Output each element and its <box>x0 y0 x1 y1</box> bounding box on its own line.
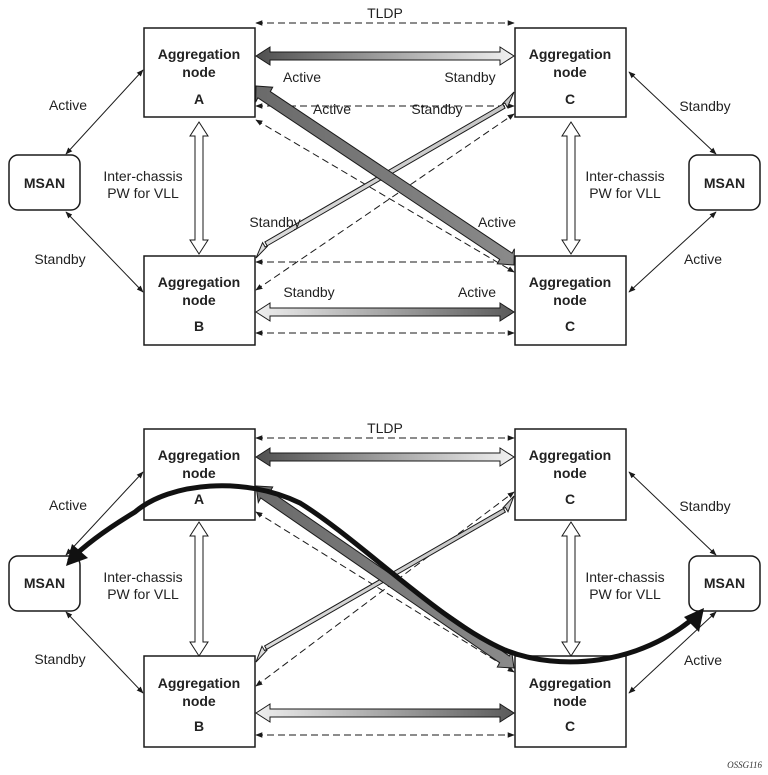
tldp-line-diag-ac <box>255 511 515 673</box>
node-id: B <box>194 318 204 334</box>
status-label: Standby <box>249 214 300 230</box>
status-label: Standby <box>444 69 495 85</box>
tldp-line-diag-bc <box>255 491 515 687</box>
status-label: Standby <box>679 98 730 114</box>
node-id: A <box>194 491 204 507</box>
aggregation-node-c-bottom-right: Aggregation node C <box>514 428 627 521</box>
msan-right-top: MSAN <box>688 154 761 211</box>
node-label: Aggregation <box>529 447 611 463</box>
node-label: Aggregation <box>158 675 240 691</box>
msan-label: MSAN <box>24 575 65 591</box>
tldp-label: TLDP <box>367 420 403 436</box>
msan-label: MSAN <box>704 175 745 191</box>
pw-arrow-a-c <box>255 447 515 467</box>
access-line-right-lower <box>628 211 717 293</box>
access-line-right-lower <box>628 611 717 694</box>
node-id: C <box>565 718 575 734</box>
interchassis-label: PW for VLL <box>589 586 661 602</box>
status-label: Active <box>283 69 321 85</box>
status-label: Standby <box>411 101 462 117</box>
status-label: Active <box>313 101 351 117</box>
status-label: Standby <box>283 284 334 300</box>
node-id: B <box>194 718 204 734</box>
pw-arrow-b-c <box>255 302 515 322</box>
bottom-diagram: Aggregation node A Aggregation node C Ag… <box>8 420 761 748</box>
aggregation-node-b-top: Aggregation node B <box>143 255 256 346</box>
node-label: Aggregation <box>158 274 240 290</box>
status-label: Active <box>684 652 722 668</box>
interchassis-label: PW for VLL <box>589 185 661 201</box>
interchassis-arrow-left <box>189 521 209 657</box>
node-label: node <box>553 465 587 481</box>
node-label: Aggregation <box>529 274 611 290</box>
node-label: node <box>182 292 216 308</box>
aggregation-node-c-top-right: Aggregation node C <box>514 27 627 118</box>
node-label: node <box>553 64 587 80</box>
access-line-left-upper <box>65 471 144 556</box>
node-id: A <box>194 91 204 107</box>
access-line-right-upper <box>628 71 717 155</box>
traffic-path-curve <box>67 483 699 665</box>
interchassis-arrow-right <box>561 121 581 255</box>
interchassis-label: PW for VLL <box>107 185 179 201</box>
aggregation-node-b-bottom: Aggregation node B <box>143 655 256 748</box>
status-label: Active <box>458 284 496 300</box>
node-label: node <box>553 693 587 709</box>
status-label: Standby <box>679 498 730 514</box>
pw-arrow-a-c <box>255 46 515 66</box>
aggregation-node-c-top-lower: Aggregation node C <box>514 255 627 346</box>
status-label: Active <box>684 251 722 267</box>
traffic-path-arrowhead-right <box>684 608 704 632</box>
node-label: Aggregation <box>529 46 611 62</box>
figure-reference: OSSG116 <box>727 760 762 770</box>
msan-left-bottom: MSAN <box>8 555 81 612</box>
pw-arrow-a-c-diagonal <box>255 485 515 669</box>
node-label: node <box>182 465 216 481</box>
pw-arrow-a-c-diagonal <box>255 85 515 266</box>
interchassis-label: Inter-chassis <box>103 569 182 585</box>
status-label: Standby <box>34 251 85 267</box>
interchassis-arrow-right <box>561 521 581 657</box>
status-label: Active <box>49 97 87 113</box>
interchassis-label: Inter-chassis <box>103 168 182 184</box>
msan-label: MSAN <box>24 175 65 191</box>
status-label: Standby <box>34 651 85 667</box>
status-label: Active <box>49 497 87 513</box>
msan-left-top: MSAN <box>8 154 81 211</box>
tldp-label: TLDP <box>367 5 403 21</box>
status-label: Active <box>478 214 516 230</box>
access-line-left-upper <box>65 69 144 155</box>
node-id: C <box>565 91 575 107</box>
node-label: Aggregation <box>158 46 240 62</box>
aggregation-node-a-top: Aggregation node A <box>143 27 256 118</box>
tldp-line-diag-ac <box>255 119 515 273</box>
interchassis-label: Inter-chassis <box>585 168 664 184</box>
interchassis-arrow-left <box>189 121 209 255</box>
pw-arrow-b-c <box>255 703 515 723</box>
access-line-left-lower <box>65 211 144 293</box>
access-line-right-upper <box>628 471 717 556</box>
access-line-left-lower <box>65 611 144 694</box>
node-label: Aggregation <box>158 447 240 463</box>
msan-label: MSAN <box>704 575 745 591</box>
node-id: C <box>565 318 575 334</box>
interchassis-label: PW for VLL <box>107 586 179 602</box>
tldp-line-diag-bc <box>255 113 515 291</box>
traffic-path-arrowhead-left <box>66 544 88 566</box>
msan-right-bottom: MSAN <box>688 555 761 612</box>
node-label: node <box>182 693 216 709</box>
node-id: C <box>565 491 575 507</box>
aggregation-node-c-bottom-lower: Aggregation node C <box>514 655 627 748</box>
node-label: Aggregation <box>529 675 611 691</box>
interchassis-label: Inter-chassis <box>585 569 664 585</box>
top-diagram: Aggregation node A Aggregation node C Ag… <box>8 5 761 346</box>
node-label: node <box>553 292 587 308</box>
aggregation-node-a-bottom: Aggregation node A <box>143 428 256 521</box>
node-label: node <box>182 64 216 80</box>
